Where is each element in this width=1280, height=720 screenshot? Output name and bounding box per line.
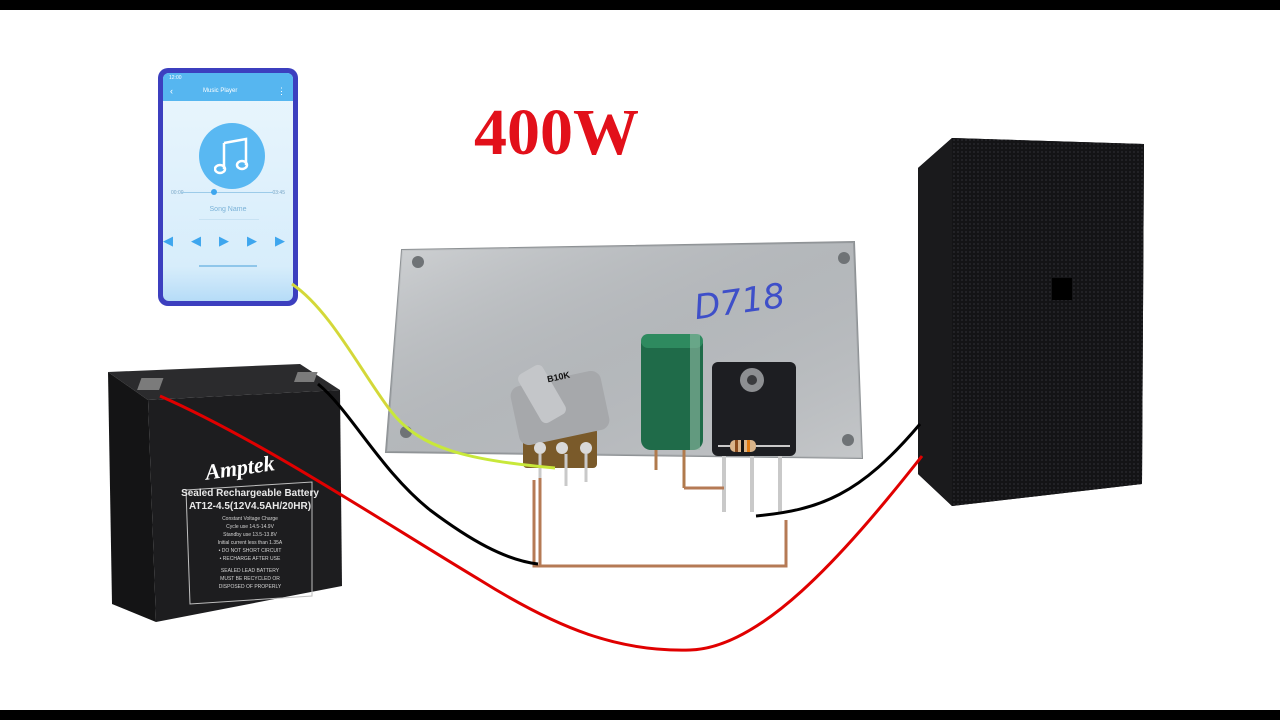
bottom-letterbox-bar (0, 710, 1280, 720)
artist-line (199, 219, 259, 220)
app-bar: ‹ Music Player ⋮ (163, 83, 293, 101)
battery-recycle-3: DISPOSED OF PROPERLY (218, 584, 282, 590)
time-total: 03:45 (272, 190, 285, 196)
music-player-screen: 12:00 ‹ Music Player ⋮ 00:00 03:45 Song … (163, 73, 293, 301)
battery-recycle-2: MUST BE RECYCLED OR (220, 576, 280, 582)
time-elapsed: 00:00 (171, 190, 184, 196)
fast-forward-icon[interactable]: ▶▶ (247, 233, 285, 248)
battery-spec-1: Constant Voltage Charge (222, 516, 278, 522)
battery-warning-1: • DO NOT SHORT CIRCUIT (218, 548, 282, 554)
play-icon[interactable]: ▶ (219, 233, 247, 248)
battery-spec-2: Cycle use 14.5-14.9V (226, 524, 274, 530)
status-time: 12:00 (169, 75, 182, 81)
speaker-negative-wire (755, 423, 922, 518)
song-name: Song Name (209, 206, 247, 213)
battery-warning-2: • RECHARGE AFTER USE (219, 556, 281, 562)
seek-handle[interactable] (211, 189, 217, 195)
battery-recycle-1: SEALED LEAD BATTERY (220, 568, 280, 574)
album-art (199, 123, 265, 189)
battery-spec-3: Standby use 13.5-13.8V (223, 532, 277, 538)
playback-controls: ◀◀▶▶▶ (163, 233, 293, 249)
battery-spec-4: Initial current less than 1.35A (217, 540, 283, 546)
electrolytic-capacitor (641, 334, 703, 488)
battery-type: Sealed Rechargeable Battery (181, 488, 319, 499)
status-bar: 12:00 (163, 73, 293, 83)
power-transistor (712, 362, 796, 512)
seek-bar[interactable] (181, 192, 273, 193)
resistor (718, 440, 790, 452)
menu-dots-icon[interactable]: ⋮ (277, 86, 286, 96)
battery-model: AT12-4.5(12V4.5AH/20HR) (188, 501, 312, 512)
top-letterbox-bar (0, 0, 1280, 10)
back-arrow-icon[interactable]: ‹ (170, 86, 173, 96)
smartphone: 12:00 ‹ Music Player ⋮ 00:00 03:45 Song … (158, 68, 298, 306)
battery-positive-wire (159, 394, 924, 652)
music-note-icon (214, 137, 249, 175)
potentiometer (510, 364, 610, 486)
battery-negative-wire (317, 382, 539, 566)
app-title: Music Player (203, 88, 238, 94)
power-title: 400W (474, 96, 639, 169)
volume-bar[interactable] (199, 265, 257, 267)
loudspeaker (918, 138, 1144, 506)
rewind-icon[interactable]: ◀◀ (163, 233, 219, 248)
signal-wire (291, 282, 556, 470)
battery (108, 364, 342, 622)
ground-bus (532, 480, 788, 568)
